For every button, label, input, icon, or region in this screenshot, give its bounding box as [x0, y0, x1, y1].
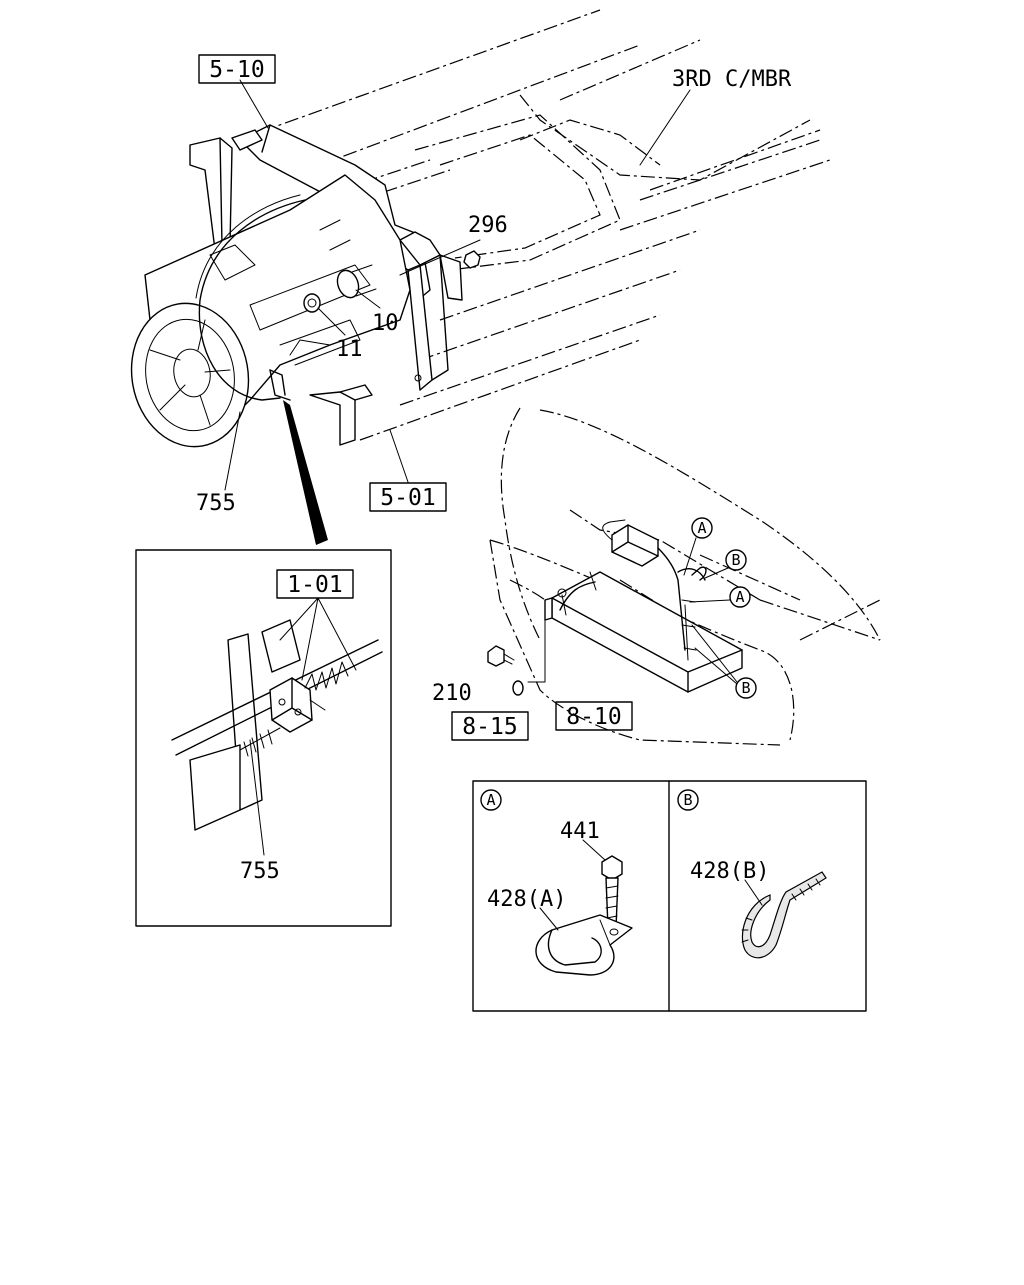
ref-box-8-10: 8-10	[555, 701, 633, 731]
ref-box-5-10: 5-10	[198, 54, 276, 84]
label-part-755-main: 755	[196, 491, 236, 516]
label-part-296: 296	[468, 213, 508, 238]
bumper-assembly: A B A B	[487, 407, 881, 746]
legend-panels: A B	[472, 780, 867, 1012]
svg-text:B: B	[741, 679, 750, 697]
label-part-11: 11	[336, 337, 363, 362]
label-part-441: 441	[560, 819, 600, 844]
zoom-wedge	[283, 400, 328, 545]
marker-a-upper: A	[683, 517, 713, 576]
marker-b-lower: B	[691, 624, 757, 699]
svg-text:5-01: 5-01	[380, 485, 435, 511]
svg-text:A: A	[697, 519, 706, 537]
svg-text:8-15: 8-15	[462, 714, 517, 740]
label-part-428a: 428(A)	[487, 887, 566, 912]
label-part-428b: 428(B)	[690, 859, 769, 884]
label-part-755-detail: 755	[240, 859, 280, 884]
svg-text:A: A	[735, 588, 744, 606]
label-part-210: 210	[432, 681, 472, 706]
svg-text:8-10: 8-10	[566, 704, 621, 730]
svg-text:5-10: 5-10	[209, 57, 264, 83]
svg-text:B: B	[731, 551, 740, 569]
ref-box-1-01: 1-01	[276, 569, 354, 599]
marker-a-lower: A	[689, 586, 751, 608]
legend-panel-a: A	[480, 789, 633, 976]
bolt-210	[487, 645, 524, 696]
label-part-10: 10	[372, 311, 399, 336]
frame-assembly	[130, 9, 831, 491]
svg-text:A: A	[486, 791, 495, 809]
label-3rd-cmbr: 3RD C/MBR	[672, 67, 792, 92]
marker-b-upper: B	[704, 549, 747, 579]
detail-box	[135, 549, 392, 927]
svg-text:1-01: 1-01	[287, 572, 342, 598]
svg-text:B: B	[683, 791, 692, 809]
legend-panel-b: B	[677, 789, 827, 959]
ref-box-5-01: 5-01	[369, 482, 447, 512]
ref-box-8-15: 8-15	[451, 711, 529, 741]
